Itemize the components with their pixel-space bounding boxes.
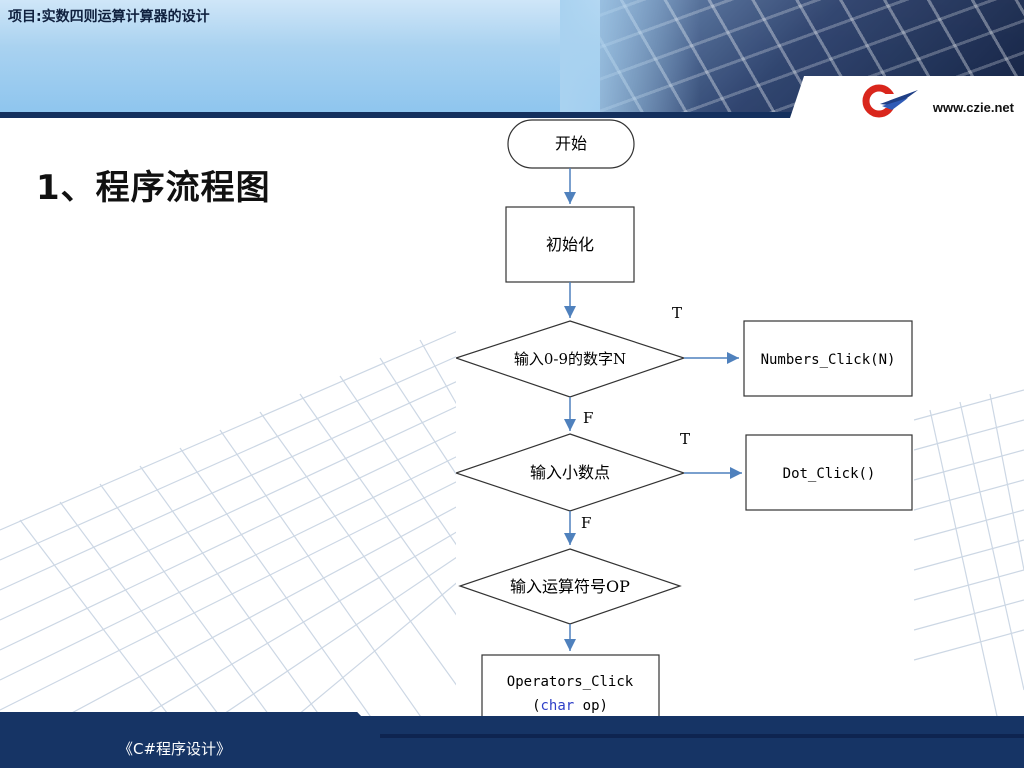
action-operator-paren: ( (532, 698, 540, 714)
flowchart: 开始 初始化 输入0-9的数字N T Numbers_Click(N) F 输入… (454, 118, 914, 736)
flowchart-canvas: 开始 初始化 输入0-9的数字N T Numbers_Click(N) F 输入… (454, 119, 913, 732)
decision-operator-label: 输入运算符号OP (510, 577, 630, 596)
footer-bar (0, 716, 1024, 768)
start-label: 开始 (555, 134, 587, 153)
action-operator-param: op) (574, 698, 608, 714)
action-dot-label: Dot_Click() (783, 466, 876, 482)
action-dot (745, 434, 913, 511)
course-name: 《C#程序设计》 (118, 740, 232, 758)
start-terminator (507, 119, 635, 169)
czie-logo-icon (862, 84, 918, 118)
page-title: 1、程序流程图 (36, 168, 271, 208)
action-operator-keyword: char (541, 698, 575, 714)
decision-dot-label: 输入小数点 (530, 463, 610, 482)
header-banner: 项目:实数四则运算计算器的设计 (0, 0, 1024, 118)
action-digits (743, 320, 913, 397)
true-label-2: T (680, 430, 690, 448)
svg-text:(char op): (char op) (532, 698, 608, 714)
decision-digits-label: 输入0-9的数字N (514, 350, 626, 368)
action-operator-label: Operators_Click (507, 674, 634, 690)
action-digits-label: Numbers_Click(N) (761, 352, 896, 368)
init-process (505, 206, 635, 283)
grid-decoration (0, 329, 1024, 730)
false-label-2: F (581, 514, 591, 532)
false-label-1: F (583, 409, 593, 427)
site-url: www.czie.net (932, 100, 1014, 115)
init-label: 初始化 (546, 235, 594, 254)
true-label-1: T (672, 304, 682, 322)
project-title: 项目:实数四则运算计算器的设计 (8, 9, 210, 25)
